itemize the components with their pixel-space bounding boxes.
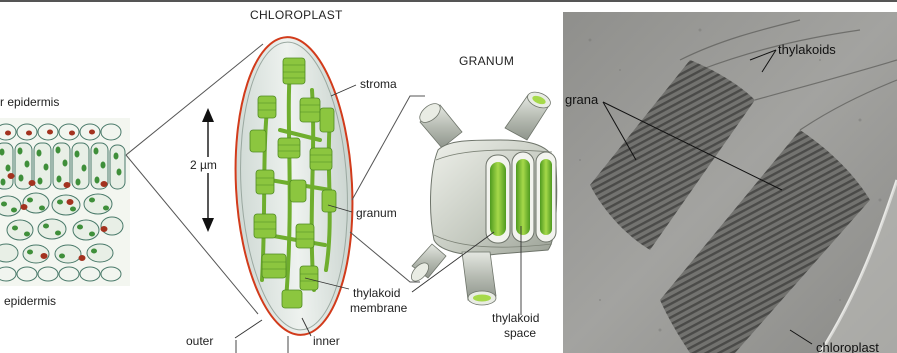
scale-bar-label: 2 µm xyxy=(190,158,217,172)
granum-label: granum xyxy=(356,206,397,220)
inner-membrane-label: inner xyxy=(313,334,340,348)
thylakoid-membrane-label-line1: thylakoid xyxy=(353,286,400,300)
scale-bar: 2 µm xyxy=(186,108,230,232)
granum-tube-bottom xyxy=(462,252,496,305)
zoom-lines-granum xyxy=(350,96,425,282)
thylakoid-membrane-label-line2: membrane xyxy=(350,301,408,315)
chloroplast-label: chloroplast xyxy=(816,340,879,353)
electron-micrograph xyxy=(563,12,897,353)
granum-tube-top-right xyxy=(505,89,553,140)
granum-tube-left xyxy=(416,100,462,148)
top-border-line xyxy=(0,0,897,2)
granum-title: GRANUM xyxy=(459,54,514,68)
thylakoid-space-label-line2: space xyxy=(504,326,536,340)
grana-label: grana xyxy=(565,92,599,107)
lower-epidermis-label: epidermis xyxy=(4,294,56,308)
thylakoid-space-label-line1: thylakoid xyxy=(492,311,539,325)
arrow-down-icon xyxy=(202,218,214,232)
chloroplast-title: CHLOROPLAST xyxy=(250,8,343,22)
granum-tube-bottom-left xyxy=(408,244,446,284)
leaf-cross-section xyxy=(0,118,130,286)
upper-epidermis-label: r epidermis xyxy=(0,95,59,109)
outer-membrane-label: outer xyxy=(186,334,213,348)
chloroplast xyxy=(228,34,359,338)
stroma-label: stroma xyxy=(360,77,397,91)
thylakoids-label: thylakoids xyxy=(778,42,836,57)
arrow-up-icon xyxy=(202,108,214,122)
granum-3d xyxy=(408,89,557,305)
